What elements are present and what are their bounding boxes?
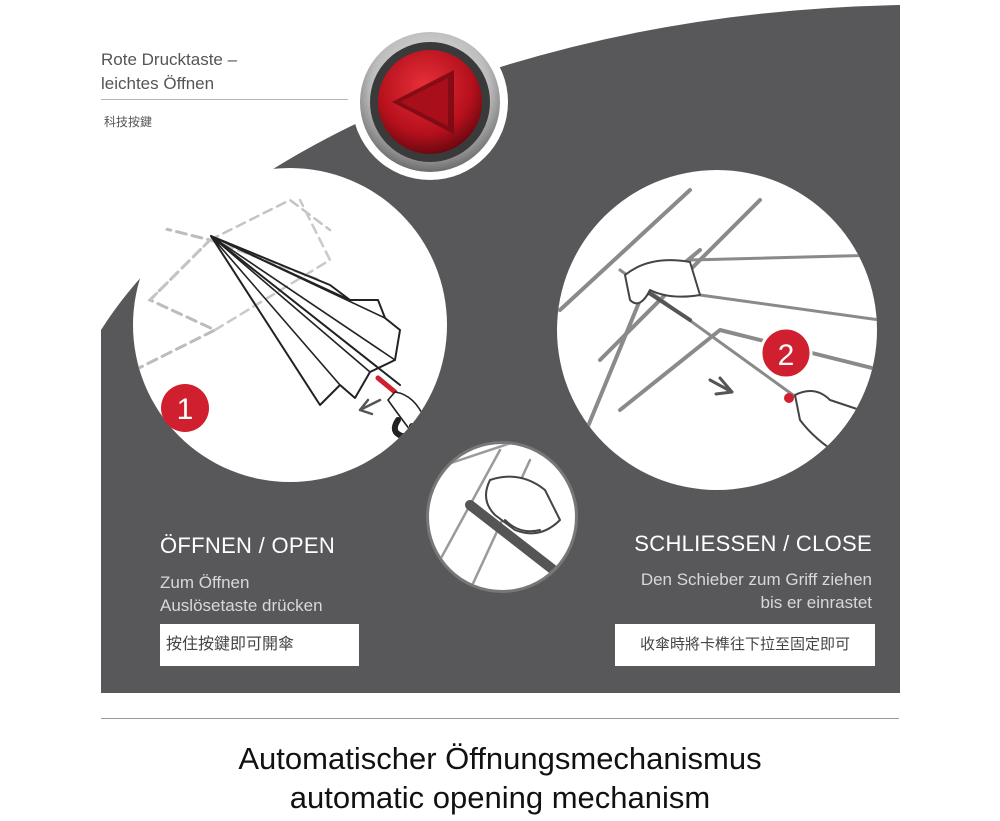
button-caption-chinese: 科技按鍵 bbox=[104, 115, 153, 129]
open-step-title: ÖFFNEN / OPEN bbox=[160, 533, 336, 558]
step-2-badge: 2 bbox=[759, 326, 813, 380]
close-step-title: SCHLIESSEN / CLOSE bbox=[634, 531, 872, 556]
open-step-desc-line1: Zum Öffnen bbox=[160, 573, 250, 592]
close-illustration bbox=[557, 170, 877, 490]
button-caption-line1: Rote Drucktaste – bbox=[101, 50, 238, 69]
footer-title-english: automatic opening mechanism bbox=[289, 780, 711, 815]
step-1-number: 1 bbox=[177, 393, 194, 426]
open-step-description: Zum Öffnen Auslösetaste drücken bbox=[160, 571, 323, 617]
open-step-desc-line2: Auslösetaste drücken bbox=[160, 596, 323, 615]
red-button-icon bbox=[352, 24, 508, 180]
footer-title-german: Automatischer Öffnungsmechanismus bbox=[238, 741, 762, 776]
button-caption-line2: leichtes Öffnen bbox=[101, 74, 215, 93]
close-step-description: Den Schieber zum Griff ziehen bis er ein… bbox=[641, 568, 872, 614]
close-step-desc-line1: Den Schieber zum Griff ziehen bbox=[640, 570, 872, 589]
close-step-chinese-label: 收傘時將卡榫往下拉至固定即可 bbox=[615, 624, 875, 666]
step-2-number: 2 bbox=[778, 339, 795, 372]
caption-divider bbox=[101, 99, 348, 100]
close-step-desc-line2: bis er einrastet bbox=[760, 593, 873, 612]
button-caption: Rote Drucktaste – leichtes Öffnen bbox=[101, 48, 237, 96]
open-step-chinese-label: 按住按鍵即可開傘 bbox=[160, 624, 359, 666]
footer-divider bbox=[101, 718, 899, 719]
slider-detail-illustration bbox=[426, 441, 578, 593]
step-1-badge: 1 bbox=[161, 384, 209, 432]
